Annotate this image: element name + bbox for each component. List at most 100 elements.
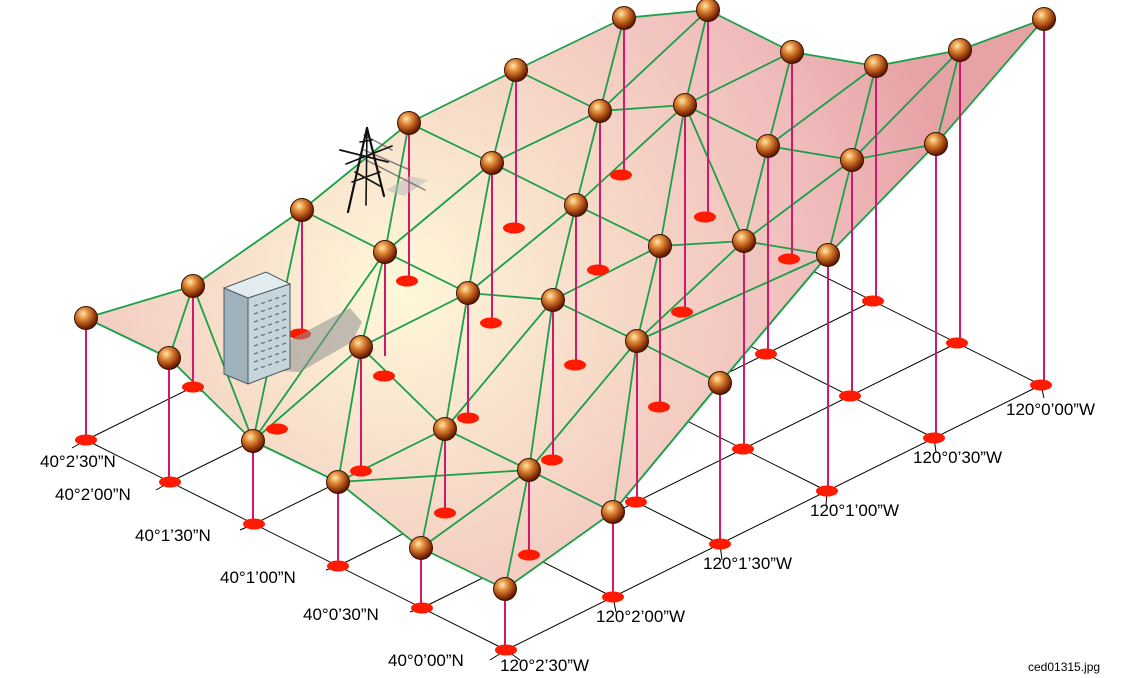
elevation-node [456,281,480,305]
tin-edge [420,469,530,549]
surface-fill [86,10,1044,589]
tin-edge [467,204,577,294]
tin-edge [444,428,530,471]
ground-point [709,538,731,550]
grid-line-lat-0 [505,384,1042,651]
elevation-node [708,371,732,395]
tin-edge [719,254,829,384]
tin-edge [528,340,638,471]
elevation-node [517,458,541,482]
building-window [274,336,280,340]
building-window [253,320,259,323]
tin-edge [636,245,661,342]
building-window [253,304,259,307]
elevation-node [864,54,888,78]
elevation-node [648,234,672,258]
ground-point [602,591,624,603]
tin-edge [491,110,601,164]
ground-point [518,549,540,561]
building-window [281,358,287,361]
ground-point [648,401,670,413]
building-window [267,315,273,318]
building-window [274,344,280,348]
file-name: ced01315.jpg [1028,660,1100,674]
building-window [253,368,259,371]
ground-point [1030,379,1052,391]
elevation-node [696,0,720,22]
tin-edge [528,469,614,513]
tin-edge [491,162,577,206]
tin-edge [504,511,614,590]
elevation-node [756,134,780,158]
building-window [274,352,280,356]
building-window [260,325,266,329]
building-window [260,341,266,345]
building-window [253,312,259,315]
building-window [267,307,273,310]
tin-edge [743,145,769,242]
building-window [253,336,259,339]
tin-edge [444,292,469,430]
elevation-node [397,111,421,135]
tin-edge [337,346,362,483]
tin-edge [684,51,793,106]
elevation-node [1032,7,1056,31]
tin-edge [875,49,961,67]
tin-edge [599,17,625,112]
tin-edge [515,69,601,112]
ground-point [923,432,945,444]
ground-point [625,496,647,508]
elevation-node [504,58,528,82]
ground-point [946,337,968,349]
elevation-node [433,417,457,441]
ground-point [755,348,777,360]
elevation-node [290,198,314,222]
ground-point [327,560,349,572]
tin-edge [851,49,961,161]
ground-point [350,465,372,477]
tin-edge [552,204,577,301]
building-window [253,360,259,363]
tin-edge [599,104,686,112]
ground-point [159,476,181,488]
tin-edge [408,69,517,124]
tin-edge [659,240,745,247]
building-window [253,352,259,355]
tin-edge [684,9,709,106]
lat-label-40-0-30: 40°0’30”N [303,605,379,624]
ground-point [411,602,433,614]
tin-edge [504,469,530,590]
elevation-node [326,470,350,494]
lon-label-120-2-30: 120°2’30”W [500,656,589,675]
building-window [267,339,273,342]
ground-point [243,518,265,530]
tin-edge [192,285,254,442]
ground-point [495,644,517,656]
tin-edge [684,104,769,147]
latitude-labels: 40°2’30”N 40°2’00”N 40°1’30”N 40°1’00”N … [40,452,464,670]
tin-edge [623,9,709,19]
tin-edge [684,104,745,242]
tin-edge [935,18,1045,145]
elevation-node [840,148,864,172]
tin-edge [612,382,721,513]
tin-edge [612,340,638,513]
tin-surface [85,9,1045,590]
ground-point [541,454,563,466]
elevation-node [924,132,948,156]
building-window [253,344,259,347]
tin-edge [851,143,937,161]
elevation-node [625,329,649,353]
ground-point [816,485,838,497]
tin-edge [301,122,410,211]
tin-edge [599,9,709,112]
building-window [267,299,273,302]
tin-edge [360,251,386,348]
tin-edge [636,340,721,384]
ground-point [503,222,525,234]
tin-edge [444,299,554,430]
tin-edge [851,65,877,161]
elevation-node [564,193,588,217]
ground-point [480,317,502,329]
